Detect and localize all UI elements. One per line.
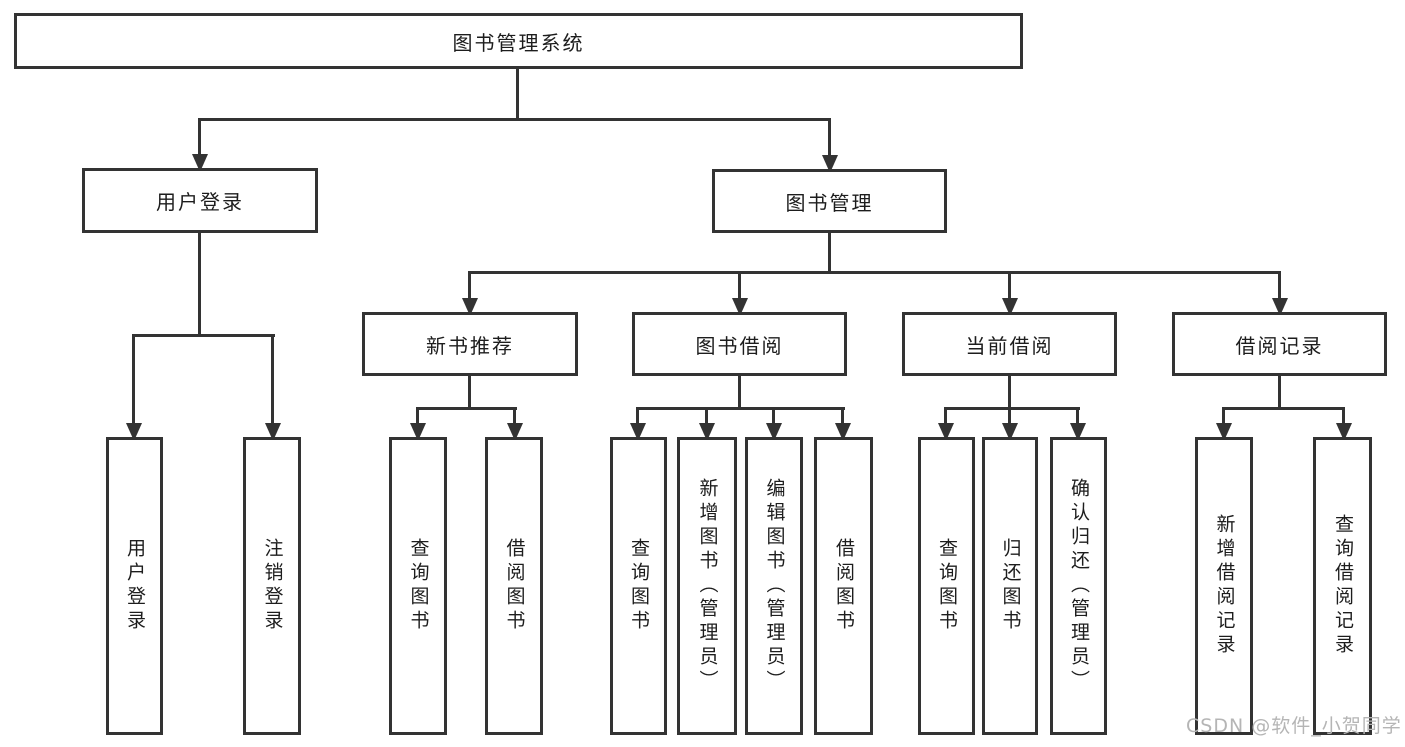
- node-label: 查询图书: [936, 538, 958, 634]
- node-current-borrow: 当前借阅: [902, 312, 1117, 376]
- node-leaf-query-book-2: 查询图书: [610, 437, 667, 735]
- arrowhead-down-icon: [409, 423, 426, 441]
- node-book-borrow: 图书借阅: [632, 312, 847, 376]
- connector-line: [1076, 407, 1079, 425]
- connector-line: [944, 407, 1080, 410]
- node-leaf-add-book-admin: 新增图书（管理员）: [677, 437, 737, 735]
- arrowhead-down-icon: [1335, 423, 1352, 441]
- node-label: 新书推荐: [426, 333, 514, 358]
- connector-line: [468, 271, 1281, 274]
- node-leaf-add-borrow-record: 新增借阅记录: [1195, 437, 1253, 735]
- node-leaf-query-book-3: 查询图书: [918, 437, 975, 735]
- connector-line: [468, 271, 471, 299]
- connector-line: [772, 407, 775, 425]
- node-label: 图书管理系统: [452, 30, 585, 55]
- arrowhead-down-icon: [821, 155, 838, 173]
- connector-line: [705, 407, 708, 425]
- connector-line: [636, 407, 845, 410]
- arrowhead-down-icon: [506, 423, 523, 441]
- connector-line: [1222, 407, 1225, 425]
- arrowhead-down-icon: [834, 423, 851, 441]
- node-leaf-edit-book-admin: 编辑图书（管理员）: [745, 437, 803, 735]
- node-label: 查询图书: [407, 538, 430, 634]
- arrowhead-down-icon: [629, 423, 646, 441]
- node-user-login-module: 用户登录: [82, 168, 318, 233]
- node-label: 用户登录: [156, 190, 244, 214]
- connector-line: [416, 407, 517, 410]
- connector-line: [841, 407, 844, 425]
- node-book-mgmt-module: 图书管理: [712, 169, 947, 233]
- connector-line: [1008, 376, 1011, 409]
- node-leaf-borrow-book-1: 借阅图书: [485, 437, 543, 735]
- node-label: 借阅图书: [833, 538, 855, 634]
- connector-line: [271, 334, 274, 426]
- arrowhead-down-icon: [461, 298, 478, 316]
- node-label: 借阅图书: [503, 538, 526, 634]
- node-label: 查询借阅记录: [1332, 514, 1354, 658]
- connector-line: [738, 376, 741, 409]
- connector-line: [132, 334, 275, 337]
- connector-line: [1222, 407, 1344, 410]
- node-label: 图书管理: [785, 190, 874, 215]
- node-root-system: 图书管理系统: [14, 13, 1023, 69]
- node-label: 归还图书: [999, 538, 1022, 634]
- node-label: 注销登录: [261, 538, 284, 634]
- arrowhead-down-icon: [1215, 423, 1232, 441]
- connector-line: [828, 233, 831, 273]
- node-leaf-confirm-return-admin: 确认归还（管理员）: [1050, 437, 1107, 735]
- connector-line: [944, 407, 947, 425]
- node-leaf-logout: 注销登录: [243, 437, 301, 735]
- node-label: 图书借阅: [695, 333, 784, 358]
- arrowhead-down-icon: [191, 154, 208, 172]
- connector-line: [636, 407, 639, 425]
- arrowhead-down-icon: [731, 298, 748, 316]
- arrowhead-down-icon: [264, 423, 281, 441]
- node-label: 确认归还（管理员）: [1068, 478, 1090, 694]
- node-label: 新增图书（管理员）: [696, 478, 719, 694]
- connector-line: [738, 271, 741, 299]
- node-leaf-query-book-1: 查询图书: [389, 437, 447, 735]
- arrowhead-down-icon: [1271, 298, 1288, 316]
- connector-line: [416, 407, 419, 425]
- node-label: 借阅记录: [1235, 333, 1324, 358]
- arrowhead-down-icon: [1069, 423, 1086, 441]
- arrowhead-down-icon: [937, 423, 954, 441]
- connector-line: [1278, 271, 1281, 299]
- arrowhead-down-icon: [765, 423, 782, 441]
- node-leaf-user-login: 用户登录: [106, 437, 163, 735]
- node-label: 用户登录: [124, 538, 146, 634]
- node-label: 当前借阅: [965, 333, 1054, 358]
- connector-line: [516, 69, 519, 120]
- arrowhead-down-icon: [125, 423, 142, 441]
- node-new-book-rec: 新书推荐: [362, 312, 578, 376]
- arrowhead-down-icon: [1001, 423, 1018, 441]
- connector-line: [1008, 271, 1011, 299]
- node-label: 编辑图书（管理员）: [763, 478, 786, 694]
- connector-line: [198, 118, 831, 121]
- arrowhead-down-icon: [1001, 298, 1018, 316]
- node-borrow-records: 借阅记录: [1172, 312, 1387, 376]
- node-leaf-return-book: 归还图书: [982, 437, 1038, 735]
- connector-line: [1342, 407, 1345, 425]
- arrowhead-down-icon: [698, 423, 715, 441]
- connector-line: [198, 118, 201, 156]
- node-label: 查询图书: [628, 538, 650, 634]
- connector-line: [132, 334, 135, 426]
- connector-line: [828, 118, 831, 157]
- connector-line: [1008, 407, 1011, 425]
- node-leaf-borrow-book-2: 借阅图书: [814, 437, 873, 735]
- node-leaf-query-borrow-record: 查询借阅记录: [1313, 437, 1372, 735]
- connector-line: [198, 233, 201, 336]
- csdn-watermark: CSDN @软件_小贺同学: [1186, 715, 1402, 737]
- connector-line: [468, 376, 471, 409]
- connector-line: [1278, 376, 1281, 409]
- node-label: 新增借阅记录: [1213, 514, 1236, 658]
- connector-line: [513, 407, 516, 425]
